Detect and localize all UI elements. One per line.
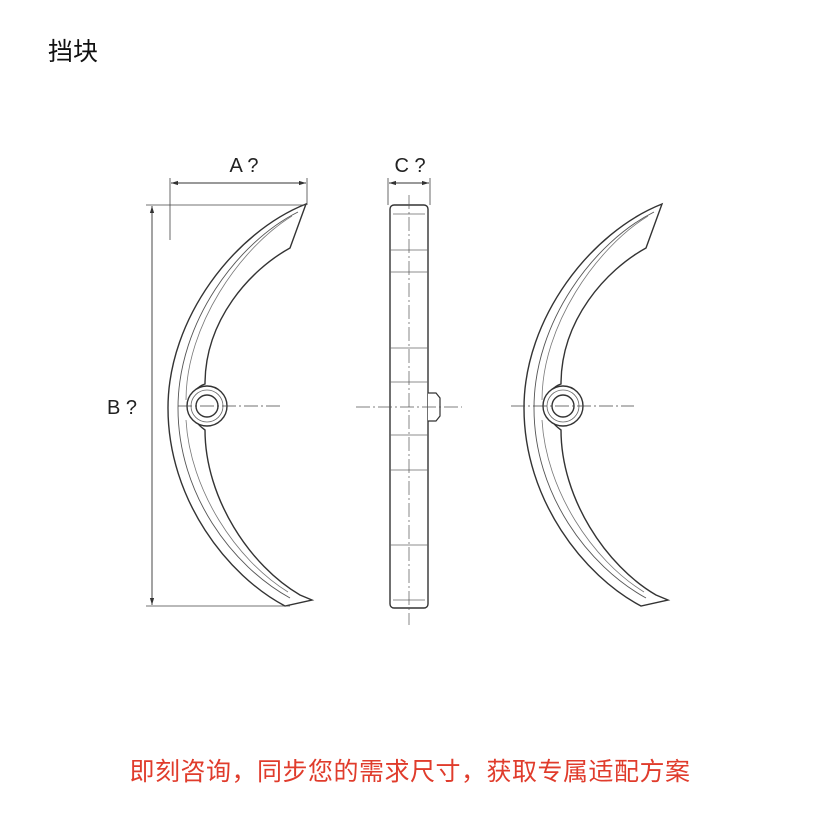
front-view-right <box>511 203 669 607</box>
dimension-b: B ? <box>107 204 306 607</box>
side-view <box>356 195 462 625</box>
consultation-banner: 即刻咨询，同步您的需求尺寸，获取专属适配方案 <box>129 757 691 786</box>
dimension-c: C ? <box>387 155 431 205</box>
front-view-left <box>167 203 313 607</box>
dimension-a: A ? <box>169 155 308 240</box>
dimension-b-label: B ? <box>107 397 137 419</box>
dimension-a-label: A ? <box>230 155 259 177</box>
product-title: 挡块 <box>48 37 99 66</box>
dimension-c-label: C ? <box>394 155 425 177</box>
